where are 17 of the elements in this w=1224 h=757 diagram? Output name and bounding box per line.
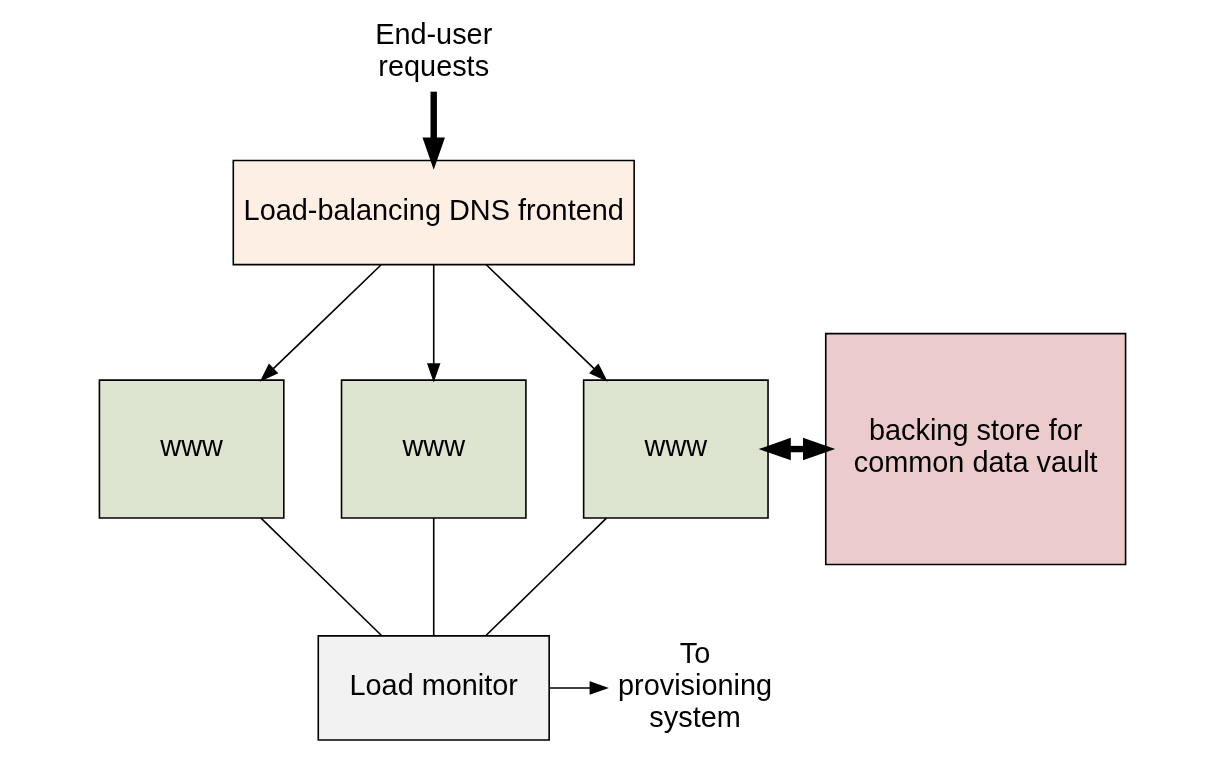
node-box: backing store for common data vault: [824, 332, 1126, 566]
arrow: [548, 681, 609, 695]
node-box: www: [340, 379, 527, 519]
arrow: [484, 263, 608, 382]
node-text: End-user requests: [374, 18, 492, 83]
connector: [259, 517, 382, 637]
arrow: [758, 437, 835, 461]
node-text: To provisioning system: [617, 636, 772, 734]
node-box: Load monitor: [316, 635, 550, 741]
arrow: [421, 91, 445, 170]
connector: [484, 517, 607, 637]
node-box: Load-balancing DNS frontend: [232, 159, 635, 266]
arrow: [259, 263, 382, 382]
arrow: [426, 263, 440, 383]
connector: [432, 517, 435, 637]
node-box: www: [98, 379, 285, 519]
node-box: www: [582, 379, 769, 519]
